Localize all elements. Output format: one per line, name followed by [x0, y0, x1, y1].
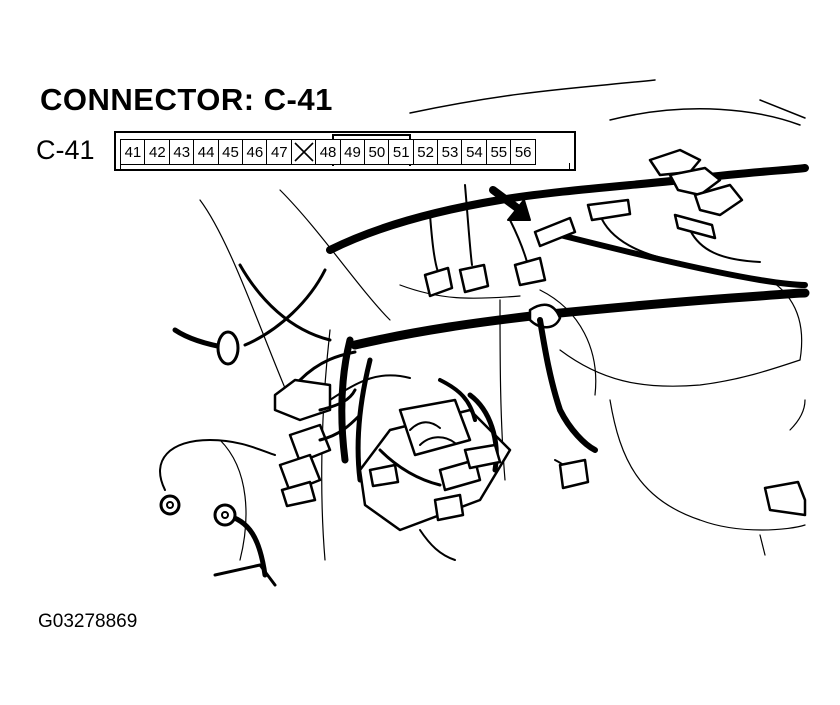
- figure-id: G03278869: [38, 611, 138, 632]
- pin-44: 44: [193, 139, 220, 165]
- pin-48: 48: [315, 139, 342, 165]
- pin-49: 49: [339, 139, 366, 165]
- pin-54: 54: [461, 139, 488, 165]
- pin-53: 53: [437, 139, 463, 165]
- diagram-title: CONNECTOR: C-41: [40, 82, 333, 117]
- pin-56: 56: [510, 139, 537, 165]
- pin-51: 51: [388, 139, 415, 165]
- pin-45: 45: [217, 139, 244, 165]
- pin-50: 50: [363, 139, 390, 165]
- connector-label: C-41: [36, 135, 95, 165]
- pin-41: 41: [120, 139, 146, 165]
- pin-46: 46: [241, 139, 268, 165]
- pin-55: 55: [485, 139, 512, 165]
- box-corner-left: [120, 163, 129, 170]
- connector-pin-layout: 41 42 43 44 45 46 47 48 49 50 51 52 53 5…: [114, 131, 576, 171]
- pin-52: 52: [412, 139, 439, 165]
- pin-42: 42: [144, 139, 171, 165]
- box-corner-right: [561, 163, 570, 170]
- pin-47: 47: [266, 139, 293, 165]
- pin-43: 43: [168, 139, 195, 165]
- pin-row: 41 42 43 44 45 46 47 48 49 50 51 52 53 5…: [120, 139, 537, 165]
- pin-unused-x-icon: [290, 139, 317, 165]
